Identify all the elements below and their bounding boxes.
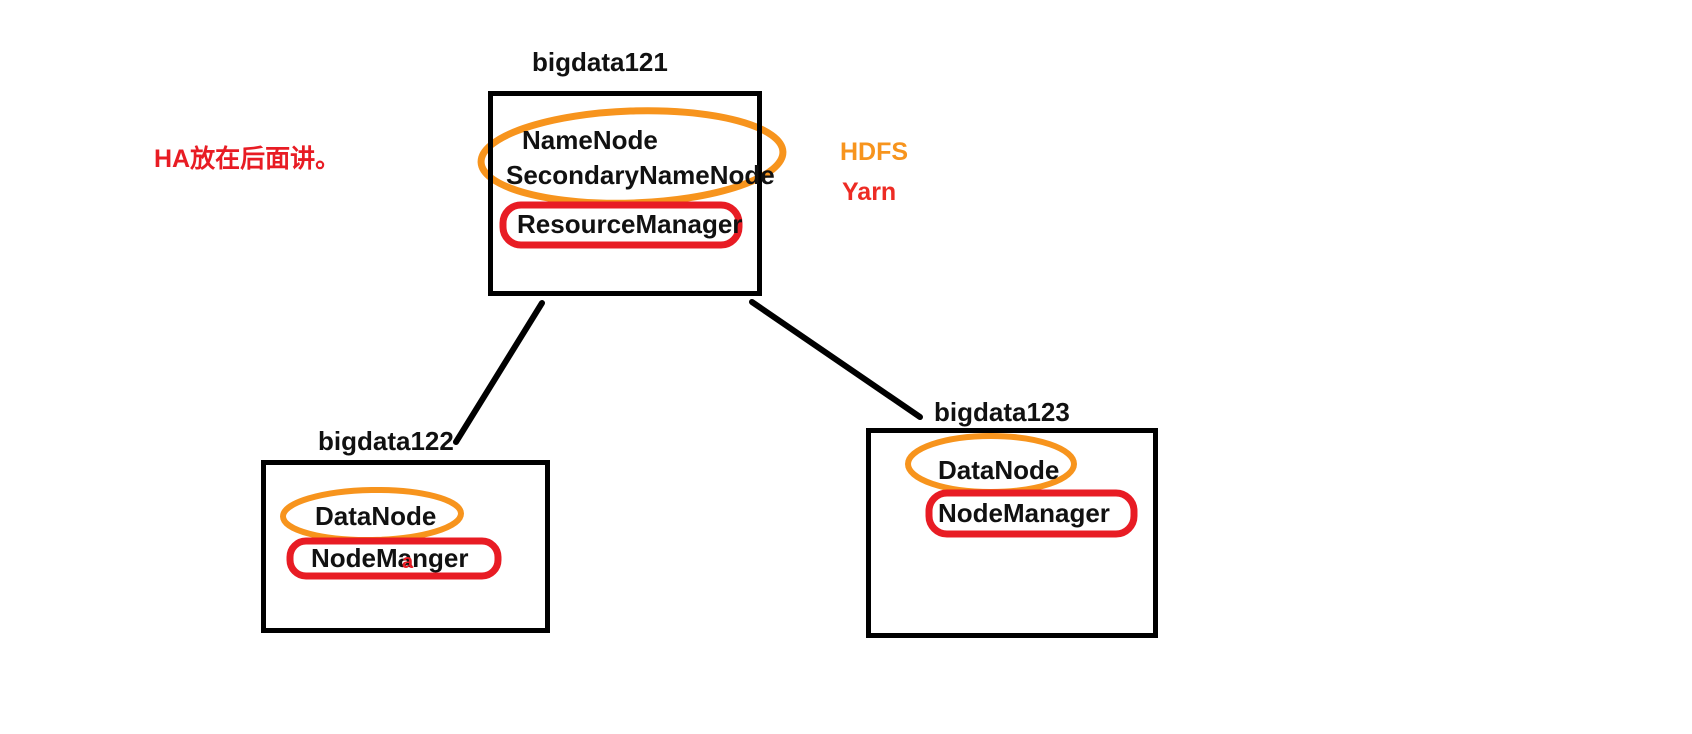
- correction-letter-a: a: [402, 551, 414, 573]
- service-label-datanode-123: DataNode: [938, 455, 1060, 485]
- service-label-nodemanger-122: NodeManger: [311, 543, 469, 573]
- service-label-datanode-122: DataNode: [315, 501, 437, 531]
- service-label-nodemanager-123: NodeManager: [938, 498, 1110, 528]
- service-label-namenode: NameNode: [522, 125, 658, 155]
- node-title-bigdata122: bigdata122: [318, 426, 454, 456]
- node-title-bigdata123: bigdata123: [934, 397, 1070, 427]
- edge-bigdata121-bigdata123: [749, 299, 923, 420]
- legend-yarn: Yarn: [842, 178, 897, 206]
- service-label-resourcemanager: ResourceManager: [517, 209, 743, 239]
- edge-bigdata121-bigdata122: [453, 300, 545, 445]
- node-box-bigdata121: [488, 91, 762, 296]
- annotation-ha-note: HA放在后面讲。: [154, 145, 341, 173]
- service-label-secondarynamenode: SecondaryNameNode: [506, 160, 775, 190]
- legend-hdfs: HDFS: [840, 138, 909, 166]
- node-box-bigdata122: [261, 460, 550, 633]
- node-box-bigdata123: [866, 428, 1158, 638]
- node-title-bigdata121: bigdata121: [532, 47, 668, 77]
